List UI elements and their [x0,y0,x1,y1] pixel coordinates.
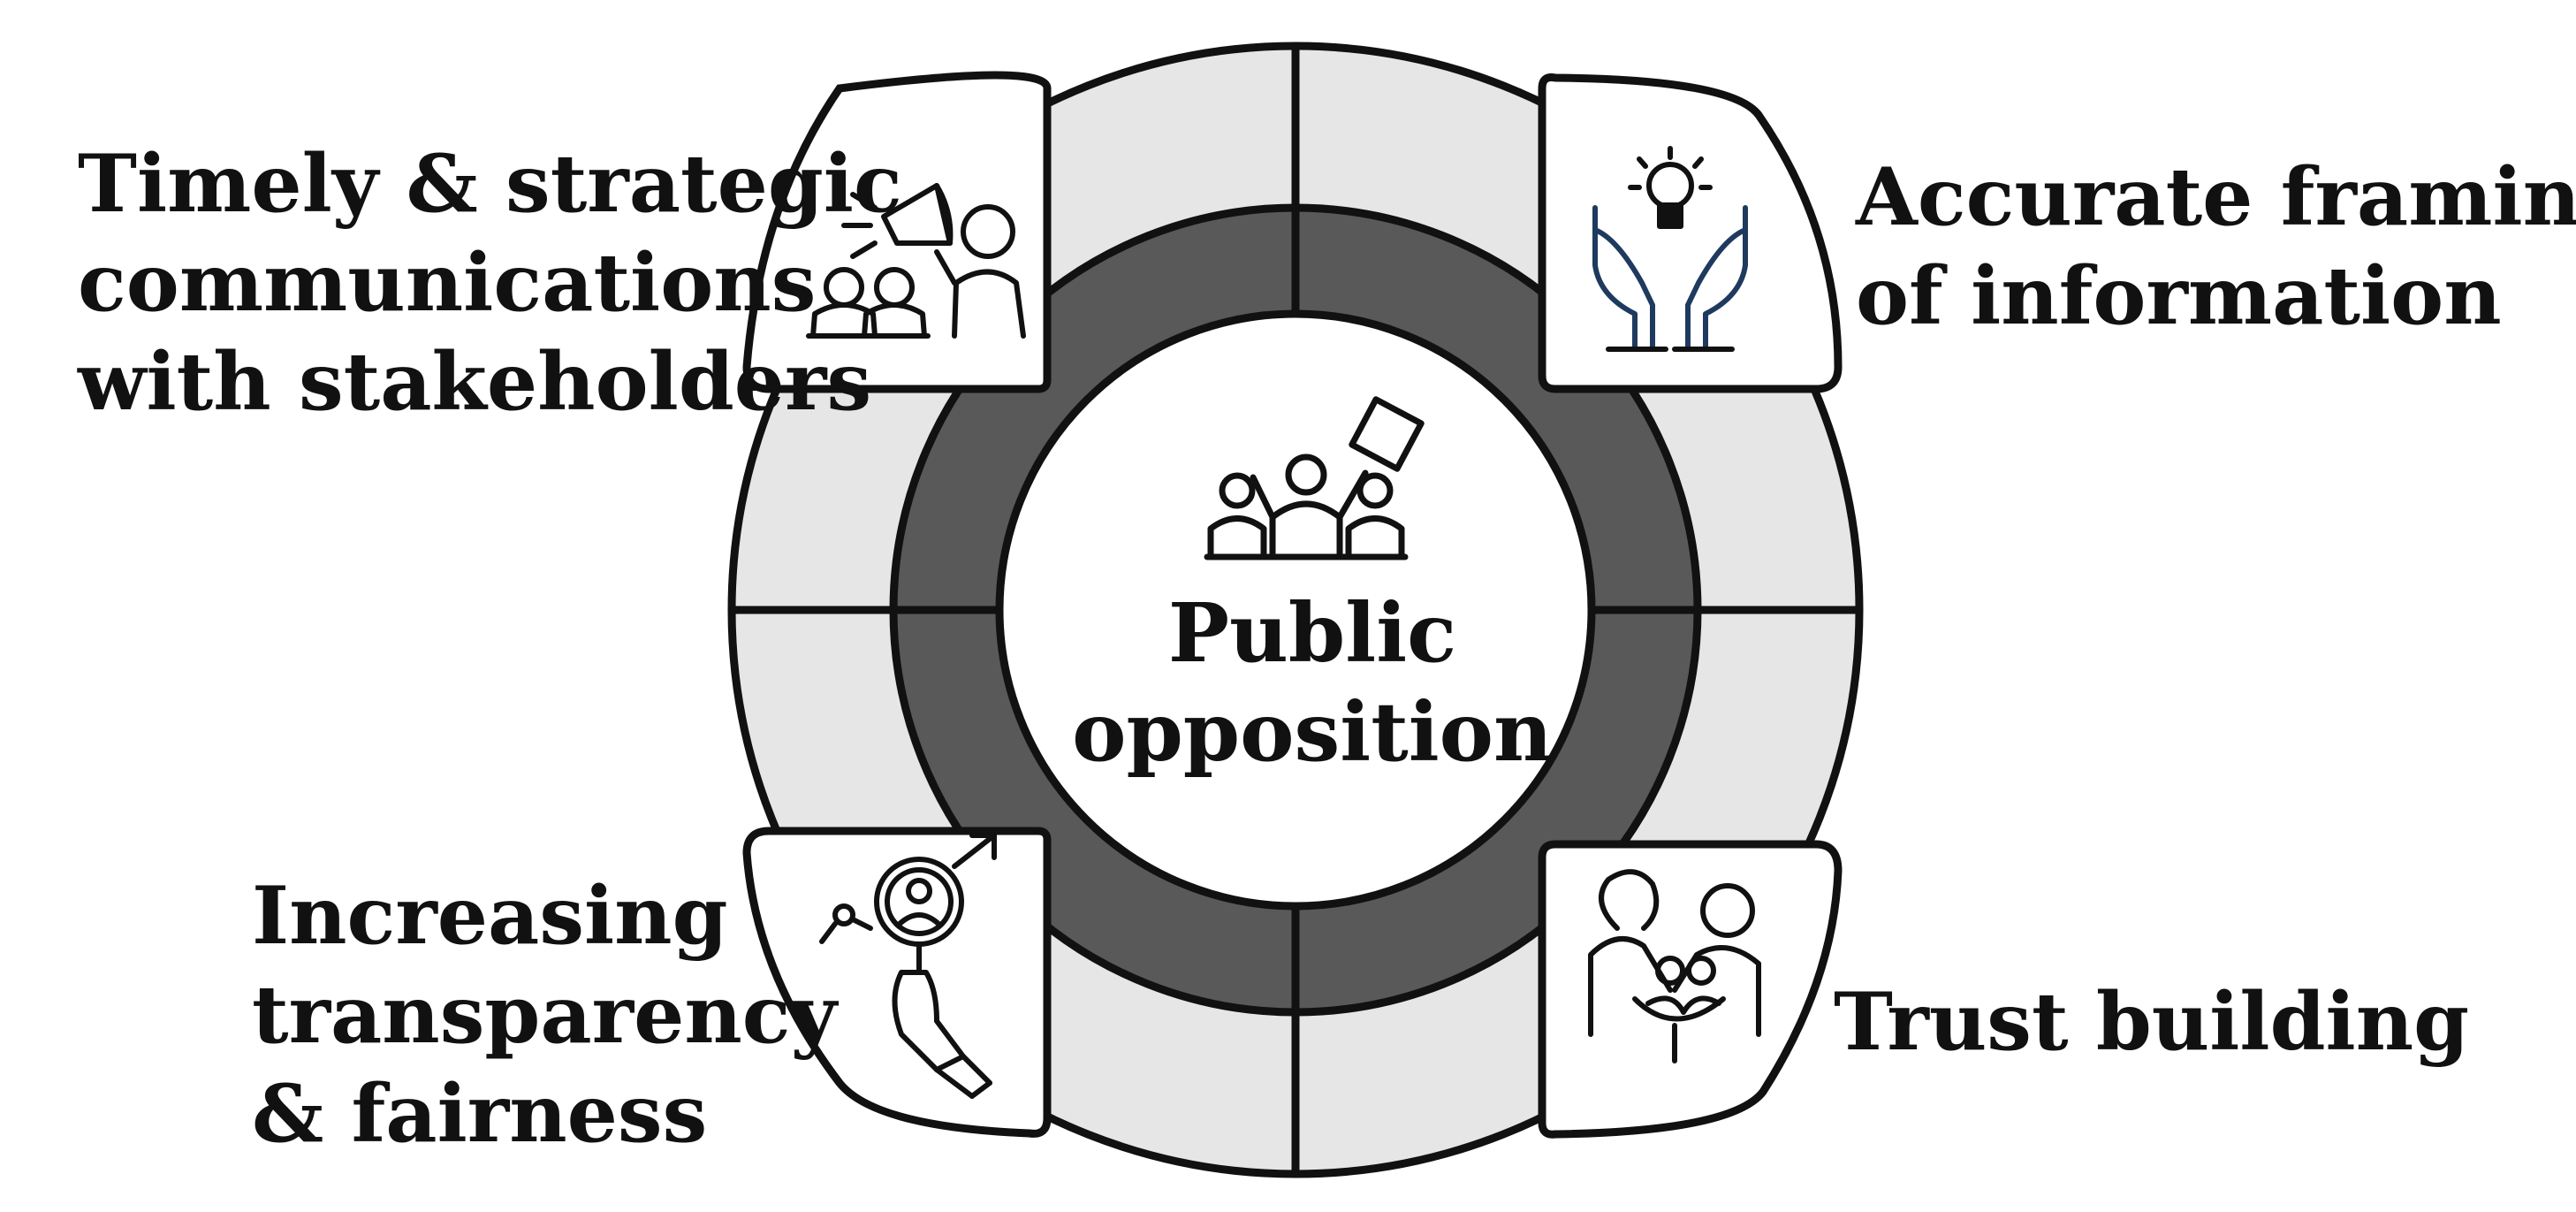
label-bottom-left-line-1: Increasing [252,869,728,963]
label-bottom-left-line-3: & fairness [252,1067,708,1161]
label-top-left-line-1: Timely & strategic [78,137,902,231]
center-title-line-2: opposition [1072,684,1553,780]
label-top-right-line-2: of information [1856,249,2502,343]
label-top-left-line-2: communications [78,236,817,330]
megaphone-audience-icon [806,183,1026,339]
tab-top-right [1538,73,1843,393]
center-title-line-1: Public [1167,585,1457,681]
magnifier-hand-icon [819,833,997,1099]
lightbulb-hands-icon [1592,146,1748,352]
label-top-right: Accurate framing of information [1856,148,2576,346]
label-top-right-line-1: Accurate framing [1856,150,2576,244]
label-bottom-left: Increasing transparency & fairness [252,866,837,1163]
center-title: Public opposition [1047,583,1577,781]
label-bottom-right-line-1: Trust building [1834,975,2470,1069]
center-circle [995,309,1596,911]
tab-bottom-right [1538,840,1843,1139]
label-bottom-left-line-2: transparency [252,968,837,1062]
protest-crowd-icon [1204,396,1425,560]
label-bottom-right: Trust building [1834,972,2469,1071]
family-trust-icon [1588,869,1761,1063]
label-top-left: Timely & strategic communications with s… [78,134,902,431]
label-top-left-line-3: with stakeholders [78,335,872,429]
